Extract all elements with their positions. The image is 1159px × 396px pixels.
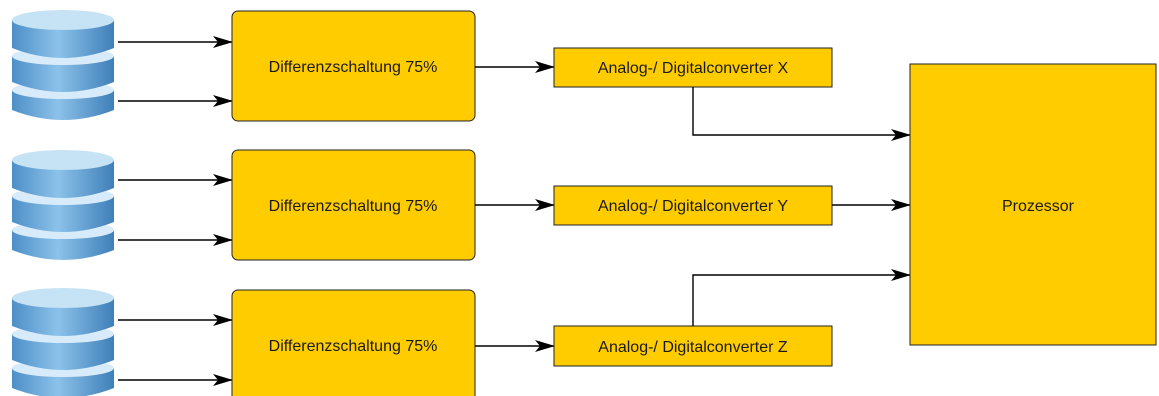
- adc-node-z[interactable]: Analog-/ Digitalconverter Z: [553, 325, 833, 367]
- adc-node-y-label: Analog-/ Digitalconverter Y: [598, 198, 788, 215]
- diff-node-1-label: Differenzschaltung 75%: [269, 59, 438, 76]
- adc-to-processor-edges: [692, 87, 911, 326]
- adc-node-x-label: Analog-/ Digitalconverter X: [598, 60, 789, 77]
- processor-node-label: Prozessor: [1002, 198, 1075, 215]
- adc-node-z-label: Analog-/ Digitalconverter Z: [598, 339, 788, 356]
- database-icon-1: [12, 10, 114, 120]
- diff-node-3-label: Differenzschaltung 75%: [269, 338, 438, 355]
- database-icon-2: [12, 150, 114, 260]
- processor-node[interactable]: Prozessor: [909, 63, 1157, 346]
- database-icon-3: [12, 288, 114, 396]
- diff-node-1[interactable]: Differenzschaltung 75%: [231, 10, 476, 122]
- diff-node-3[interactable]: Differenzschaltung 75%: [231, 289, 476, 396]
- diff-node-2-label: Differenzschaltung 75%: [269, 198, 438, 215]
- adc-node-x[interactable]: Analog-/ Digitalconverter X: [553, 47, 833, 88]
- adc-node-y[interactable]: Analog-/ Digitalconverter Y: [553, 185, 833, 226]
- edge-adcz-proc: [692, 269, 911, 326]
- diff-node-2[interactable]: Differenzschaltung 75%: [231, 149, 476, 261]
- source-edges: [118, 36, 233, 386]
- diff-to-adc-edges: [475, 61, 555, 352]
- edge-adcx-proc: [692, 87, 911, 141]
